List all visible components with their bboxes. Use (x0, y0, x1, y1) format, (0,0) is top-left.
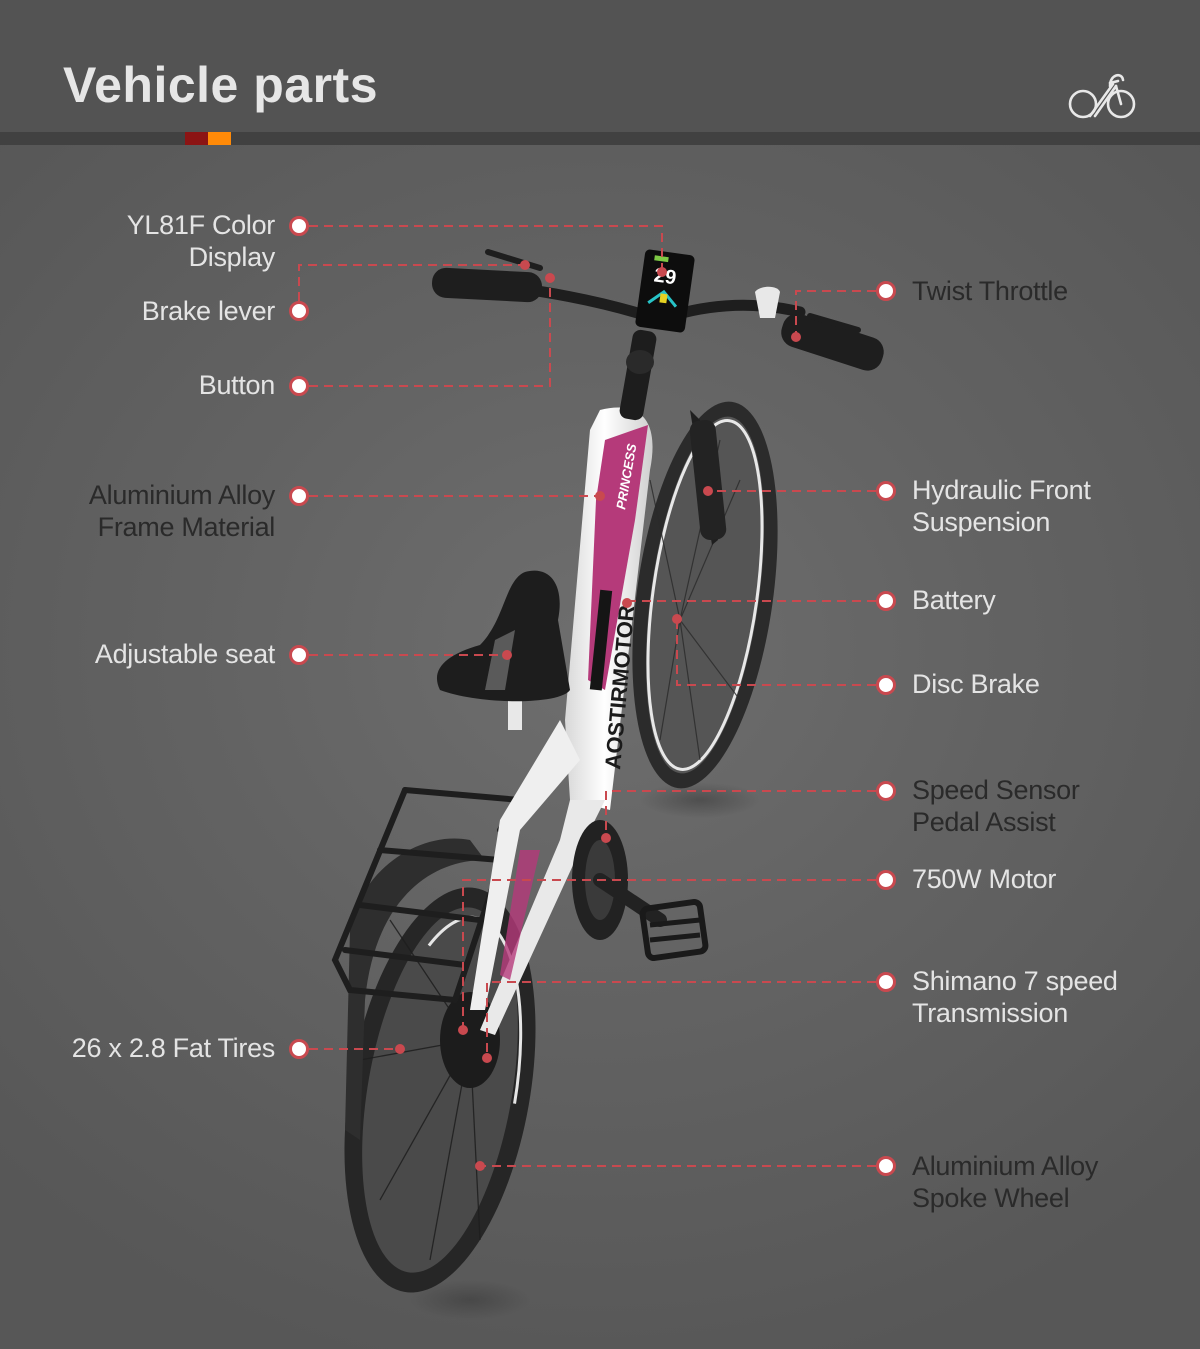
page-title: Vehicle parts (63, 57, 378, 113)
callout-label-throttle: Twist Throttle (912, 276, 1068, 306)
callout-dot-speed-sensor (876, 781, 896, 801)
callout-label-speed-sensor: Speed Sensor Pedal Assist (912, 775, 1080, 837)
callout-label-battery: Battery (912, 585, 996, 615)
bike-frame: AOSTIRMOTOR PRINCESS (470, 407, 653, 1035)
saddle (436, 570, 570, 730)
color-display: 29 (635, 249, 695, 333)
callout-dot-throttle (876, 281, 896, 301)
callout-label-frame: Aluminium Alloy Frame Material (88, 480, 275, 542)
callout-label-disc-brake: Disc Brake (912, 669, 1040, 699)
callout-label-motor: 750W Motor (912, 864, 1057, 894)
callout-label-spoke-wheel: Aluminium Alloy Spoke Wheel (912, 1151, 1099, 1213)
callout-dot-motor (876, 870, 896, 890)
crankset (572, 820, 709, 962)
header-band (0, 0, 1200, 132)
callout-label-display: YL81F Color Display (126, 210, 276, 272)
callout-dot-brake-lever (289, 301, 309, 321)
callout-dot-disc-brake (876, 675, 896, 695)
callout-dot-suspension (876, 481, 896, 501)
callout-dot-seat (289, 645, 309, 665)
handlebar: 29 (432, 249, 884, 421)
callout-label-tires: 26 x 2.8 Fat Tires (71, 1033, 276, 1063)
divider-accent-orange (208, 132, 231, 145)
callout-dot-display (289, 216, 309, 236)
callout-label-seat: Adjustable seat (94, 639, 275, 669)
callout-dot-spoke-wheel (876, 1156, 896, 1176)
callout-label-transmission: Shimano 7 speed Transmission (912, 966, 1118, 1028)
callout-label-brake-lever: Brake lever (141, 296, 276, 326)
bicycle-logo-icon (1068, 73, 1136, 119)
svg-text:29: 29 (653, 264, 678, 289)
callout-dot-transmission (876, 972, 896, 992)
callout-dot-frame (289, 486, 309, 506)
title-divider (0, 132, 1200, 145)
callout-dot-battery (876, 591, 896, 611)
callout-dot-button (289, 376, 309, 396)
callout-dot-tires (289, 1039, 309, 1059)
callout-label-suspension: Hydraulic Front Suspension (912, 475, 1091, 537)
callout-label-button: Button (198, 370, 276, 400)
divider-accent-red (185, 132, 208, 145)
